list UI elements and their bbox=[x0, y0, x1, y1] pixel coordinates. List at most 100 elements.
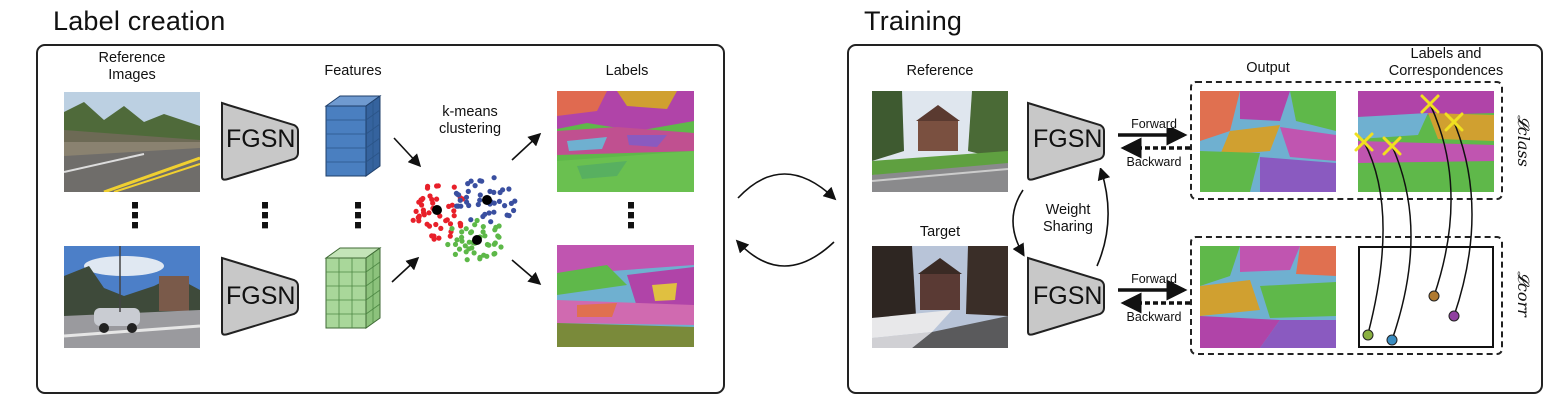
cluster-point bbox=[498, 244, 504, 250]
cluster-point bbox=[511, 207, 517, 214]
cluster-point bbox=[436, 235, 442, 241]
cluster-point bbox=[458, 203, 464, 209]
ellipsis-images: ⋮ bbox=[118, 197, 152, 235]
reference-label: Reference bbox=[906, 63, 974, 79]
cluster-point bbox=[457, 197, 463, 203]
cluster-point bbox=[487, 188, 493, 194]
cluster-point bbox=[482, 211, 488, 217]
features-label: Features bbox=[324, 63, 382, 79]
cluster-point bbox=[475, 201, 481, 208]
fgsn-label-top-left: FGSN bbox=[226, 125, 296, 153]
cluster-point bbox=[416, 213, 422, 219]
label-map-bottom bbox=[557, 245, 694, 347]
cluster-point bbox=[445, 241, 451, 248]
corr-loss-box bbox=[1190, 236, 1503, 355]
training-title: Training bbox=[864, 6, 963, 36]
cluster-point bbox=[496, 223, 502, 229]
kmeans-scatter bbox=[410, 175, 518, 263]
cluster-point bbox=[495, 233, 501, 239]
cluster-point bbox=[413, 208, 419, 214]
fgsn-network-bottom-right bbox=[1027, 256, 1105, 336]
cluster-point bbox=[465, 188, 471, 194]
cluster-point bbox=[486, 242, 492, 248]
cluster-point bbox=[459, 238, 465, 244]
cluster-point bbox=[449, 226, 455, 232]
cluster-point bbox=[468, 217, 474, 223]
reference-image-bottom bbox=[64, 246, 200, 348]
cluster-point bbox=[469, 245, 475, 251]
cluster-point bbox=[451, 184, 457, 190]
cluster-point bbox=[451, 208, 457, 214]
cluster-point bbox=[506, 213, 512, 219]
cluster-point bbox=[482, 233, 488, 239]
class-loss-label: 𝓛class bbox=[1514, 115, 1533, 167]
fgsn-label-bottom-right: FGSN bbox=[1033, 282, 1103, 310]
cluster-point bbox=[491, 200, 497, 206]
output-map-top bbox=[1200, 91, 1336, 192]
output-map-bottom bbox=[1200, 246, 1336, 348]
cluster-point bbox=[438, 225, 444, 231]
cluster-point bbox=[456, 246, 463, 252]
cluster-point bbox=[480, 224, 486, 230]
cluster-point bbox=[477, 254, 483, 260]
cluster-point bbox=[443, 218, 449, 224]
cluster-point bbox=[502, 203, 508, 209]
forward-label-bottom: Forward bbox=[1131, 272, 1177, 286]
cluster-point bbox=[453, 190, 459, 196]
feature-cube-blue bbox=[324, 95, 382, 177]
fgsn-network-top-right bbox=[1027, 101, 1105, 181]
left-flow-arrows bbox=[391, 132, 542, 286]
cluster-point bbox=[451, 213, 457, 219]
cluster-point bbox=[477, 197, 483, 203]
label-map-top bbox=[557, 91, 694, 192]
cluster-point bbox=[431, 236, 437, 242]
cluster-point bbox=[463, 194, 470, 200]
fgsn-network-bottom-left bbox=[221, 256, 299, 336]
cluster-point bbox=[479, 178, 485, 184]
cluster-point bbox=[468, 229, 475, 235]
reference-image-top bbox=[64, 92, 200, 192]
reference-image-training bbox=[872, 91, 1008, 192]
cluster-point bbox=[472, 222, 478, 228]
kmeans-clustering-label: k-means clustering bbox=[438, 104, 502, 137]
cluster-point bbox=[492, 227, 498, 233]
label-creation-title: Label creation bbox=[53, 6, 226, 36]
cluster-point bbox=[426, 210, 432, 216]
label-creation-panel bbox=[36, 44, 725, 394]
cluster-point bbox=[496, 198, 502, 204]
cluster-point bbox=[506, 186, 512, 192]
cluster-point bbox=[426, 223, 433, 229]
labels-label: Labels bbox=[605, 63, 649, 79]
cluster-point bbox=[459, 234, 465, 240]
cluster-point bbox=[434, 196, 440, 202]
cluster-point bbox=[454, 203, 460, 209]
cluster-point bbox=[492, 240, 498, 246]
target-label: Target bbox=[919, 224, 961, 240]
cluster-point bbox=[419, 202, 425, 208]
fgsn-label-bottom-left: FGSN bbox=[226, 282, 296, 310]
ellipsis-networks: ⋮ bbox=[248, 197, 282, 235]
cluster-point bbox=[433, 221, 439, 228]
cluster-point bbox=[500, 187, 506, 193]
reference-images-label: Reference Images bbox=[98, 50, 166, 83]
cluster-point bbox=[427, 193, 433, 199]
cluster-point bbox=[474, 217, 480, 224]
fgsn-label-top-right: FGSN bbox=[1033, 125, 1103, 153]
ellipsis-features: ⋮ bbox=[341, 197, 375, 235]
cluster-point bbox=[488, 219, 494, 225]
backward-label-bottom: Backward bbox=[1126, 310, 1182, 324]
labels-correspondences-label: Labels and Correspondences bbox=[1388, 46, 1504, 79]
training-panel bbox=[847, 44, 1543, 394]
cluster-point bbox=[491, 251, 497, 257]
cluster-point bbox=[472, 183, 478, 189]
cluster-point bbox=[421, 210, 427, 216]
x-markers bbox=[1354, 94, 1464, 156]
cluster-point bbox=[491, 209, 497, 215]
cluster-point bbox=[491, 175, 497, 181]
cycle-arrows bbox=[735, 173, 837, 267]
cluster-point bbox=[471, 250, 477, 256]
weight-sharing-label: Weight Sharing bbox=[1043, 202, 1093, 235]
cluster-point bbox=[434, 183, 440, 189]
cluster-point bbox=[452, 241, 459, 247]
cluster-point bbox=[477, 192, 483, 198]
